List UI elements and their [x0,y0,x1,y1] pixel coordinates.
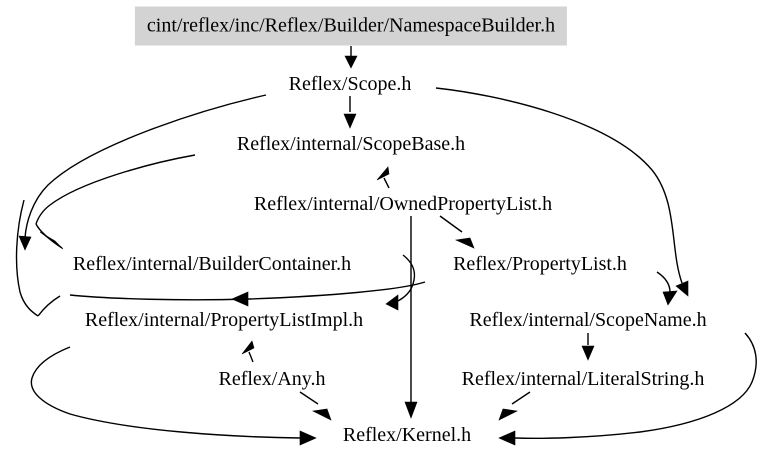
edge-scopename-to-kernel [498,332,757,446]
edge-propertylistimpl-to-kernel [30,346,317,446]
node-label: cint/reflex/inc/Reflex/Builder/Namespace… [146,14,556,37]
edge-root-to-scope [344,46,358,69]
node-reflex-internal-scopebase[interactable]: Reflex/internal/ScopeBase.h [237,134,465,154]
node-label: Reflex/Any.h [218,368,326,390]
node-label: Reflex/Kernel.h [342,424,472,446]
node-reflex-kernel[interactable]: Reflex/Kernel.h [343,425,471,445]
edge-propertylist-to-propertylistimpl [69,281,426,307]
edge-buildercontainer-to-kernel [385,254,416,311]
edge-scopebase-to-propertylistimpl [15,199,61,317]
node-label: Reflex/internal/PropertyListImpl.h [84,309,364,331]
edge-scope-to-buildercontainer [18,94,267,251]
edge-scopebase-to-ownedpropertylist [376,166,390,189]
edge-literalstring-to-kernel [498,391,531,421]
node-reflex-propertylist[interactable]: Reflex/PropertyList.h [453,254,627,274]
node-reflex-internal-propertylistimpl[interactable]: Reflex/internal/PropertyListImpl.h [85,310,363,330]
edge-scopebase-to-buildercontainer [35,154,196,250]
node-reflex-any[interactable]: Reflex/Any.h [218,369,325,389]
edge-scope-to-scopebase [343,96,357,129]
node-label: Reflex/internal/ScopeName.h [469,309,707,331]
node-label: Reflex/Scope.h [288,73,412,95]
edge-any-to-kernel [299,391,332,421]
node-reflex-scope[interactable]: Reflex/Scope.h [289,74,412,94]
edge-propertylist-to-scopename [656,271,678,306]
node-reflex-internal-ownedpropertylist[interactable]: Reflex/internal/OwnedPropertyList.h [254,194,552,214]
edge-scopename-to-literalstring [581,333,595,361]
node-label: Reflex/internal/OwnedPropertyList.h [253,193,553,215]
edge-propertylistimpl-to-any [241,340,255,363]
node-reflex-internal-scopename[interactable]: Reflex/internal/ScopeName.h [469,310,706,330]
node-label: Reflex/PropertyList.h [453,253,627,275]
node-root[interactable]: cint/reflex/inc/Reflex/Builder/Namespace… [134,6,568,46]
node-label: Reflex/internal/ScopeBase.h [236,133,466,155]
edge-ownedpropertylist-to-kernel [404,216,418,419]
node-label: Reflex/internal/BuilderContainer.h [72,253,352,275]
edge-ownedpropertylist-to-propertylist [439,215,475,249]
node-reflex-internal-literalstring[interactable]: Reflex/internal/LiteralString.h [462,369,705,389]
edge-scope-to-scopename [435,87,689,297]
node-reflex-internal-buildercontainer[interactable]: Reflex/internal/BuilderContainer.h [73,254,351,274]
node-label: Reflex/internal/LiteralString.h [461,368,705,390]
